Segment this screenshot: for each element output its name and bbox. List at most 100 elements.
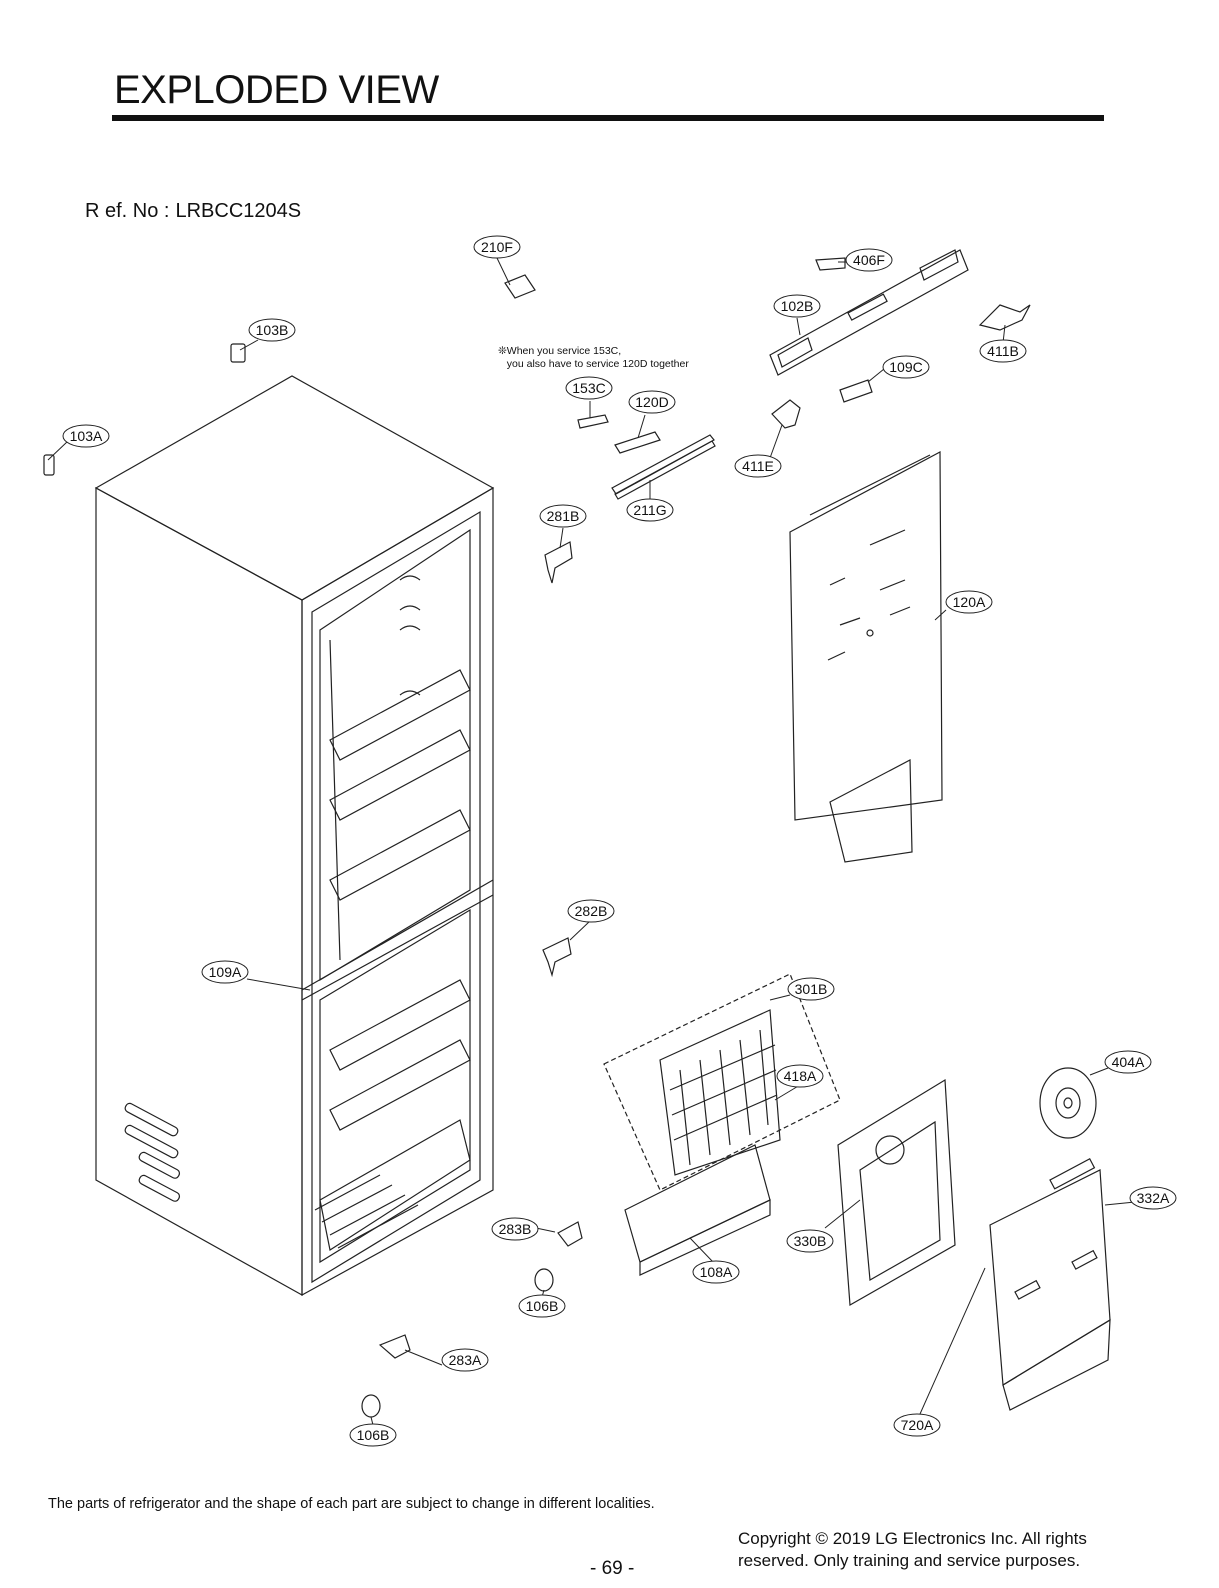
callout-text: 411B — [987, 343, 1019, 359]
page-number: - 69 - — [590, 1558, 635, 1579]
callout-102b: 102B — [773, 294, 821, 318]
part-211g — [611, 434, 716, 500]
model-number: LRBCC1204S — [175, 200, 302, 222]
callout-labels: 210F 406F 102B 411B 103B 109C 153C 120D 103A 411E… — [62, 235, 1177, 1447]
service-note: ❊When you service 153C, you also have to… — [498, 345, 689, 370]
callout-oval — [248, 318, 296, 342]
callout-text: 106B — [357, 1427, 390, 1443]
callout-103b: 103B — [248, 318, 296, 342]
leveling-foot-106b-upper — [534, 1268, 554, 1292]
callout-oval — [786, 1229, 834, 1253]
copyright-notice: Copyright © 2019 LG Electronics Inc. All… — [738, 1529, 1087, 1570]
callout-120d: 120D — [628, 390, 676, 414]
callout-oval — [349, 1423, 397, 1447]
hinge-cover-103b — [230, 343, 246, 363]
callout-text: 120D — [635, 394, 668, 410]
hinge-cover-103a — [43, 454, 55, 476]
callout-301b: 301B — [787, 977, 835, 1001]
hinge-282b — [542, 937, 572, 978]
callout-text: 418A — [784, 1068, 817, 1084]
callout-283b: 283B — [491, 1217, 539, 1241]
callout-text: 332A — [1137, 1190, 1170, 1206]
hinge-283b — [557, 1221, 583, 1247]
callout-oval — [1129, 1186, 1177, 1210]
callout-404a: 404A — [1104, 1050, 1152, 1074]
part-411b — [978, 304, 1031, 331]
callout-text: 120A — [953, 594, 986, 610]
callout-text: 108A — [700, 1264, 733, 1280]
callout-oval — [518, 1294, 566, 1318]
callout-text: 103A — [70, 428, 103, 444]
callout-330b: 330B — [786, 1229, 834, 1253]
callout-720a: 720A — [893, 1413, 941, 1437]
callout-text: 109C — [889, 359, 922, 375]
callout-oval — [626, 498, 674, 522]
callout-text: 153C — [572, 380, 605, 396]
callout-text: 281B — [547, 508, 580, 524]
footer-disclaimer: The parts of refrigerator and the shape … — [48, 1496, 655, 1512]
callout-oval — [787, 977, 835, 1001]
callout-oval — [628, 390, 676, 414]
callout-text: 103B — [256, 322, 289, 338]
callout-109a: 109A — [201, 960, 249, 984]
callout-282b: 282B — [567, 899, 615, 923]
part-210f — [504, 274, 536, 299]
part-406f — [815, 257, 846, 271]
callout-oval — [539, 504, 587, 528]
callout-oval — [62, 424, 110, 448]
callout-411e: 411E — [734, 454, 782, 478]
fan-404a — [1039, 1067, 1097, 1139]
callout-text: 211G — [633, 502, 666, 518]
callout-text: 282B — [575, 903, 608, 919]
callout-text: 406F — [853, 252, 885, 268]
callout-332a: 332A — [1129, 1186, 1177, 1210]
reference-label: R ef. No : — [85, 200, 170, 222]
title-underline — [112, 115, 1104, 121]
callout-120a: 120A — [945, 590, 993, 614]
callout-oval — [734, 454, 782, 478]
callout-106b: 106B — [349, 1423, 397, 1447]
callout-oval — [979, 339, 1027, 363]
part-411e — [771, 399, 801, 429]
part-109c — [839, 379, 873, 403]
callout-103a: 103A — [62, 424, 110, 448]
callout-oval — [567, 899, 615, 923]
callout-411b: 411B — [979, 339, 1027, 363]
callout-106b: 106B — [518, 1294, 566, 1318]
part-153c — [577, 414, 609, 429]
callout-text: 283A — [449, 1352, 482, 1368]
page-title: EXPLODED VIEW — [114, 68, 439, 112]
shroud-330b — [837, 1078, 956, 1306]
callout-text: 109A — [209, 964, 242, 980]
callout-406f: 406F — [845, 248, 893, 272]
callout-281b: 281B — [539, 504, 587, 528]
callout-oval — [945, 590, 993, 614]
callout-text: 301B — [795, 981, 828, 997]
callout-oval — [882, 355, 930, 379]
callout-oval — [893, 1413, 941, 1437]
callout-oval — [565, 376, 613, 400]
callout-text: 210F — [481, 239, 513, 255]
callout-oval — [473, 235, 521, 259]
tray-108a — [624, 1144, 771, 1276]
callout-oval — [1104, 1050, 1152, 1074]
callout-211g: 211G — [626, 498, 674, 522]
callout-text: 720A — [901, 1417, 934, 1433]
cover-332a — [989, 1158, 1111, 1411]
callout-210f: 210F — [473, 235, 521, 259]
callout-oval — [491, 1217, 539, 1241]
reference-number: R ef. No :LRBCC1204S — [85, 200, 301, 223]
callout-oval — [692, 1260, 740, 1284]
hinge-281b — [544, 541, 573, 584]
callout-text: 106B — [526, 1298, 559, 1314]
part-120d — [614, 431, 661, 454]
callout-oval — [773, 294, 821, 318]
callout-283a: 283A — [441, 1348, 489, 1372]
control-panel-102b — [769, 249, 969, 376]
evaporator-301b — [603, 973, 841, 1191]
callout-oval — [845, 248, 893, 272]
refrigerator-cabinet — [94, 375, 495, 1297]
callout-418a: 418A — [776, 1064, 824, 1088]
leveling-foot-106b-lower — [361, 1394, 381, 1418]
